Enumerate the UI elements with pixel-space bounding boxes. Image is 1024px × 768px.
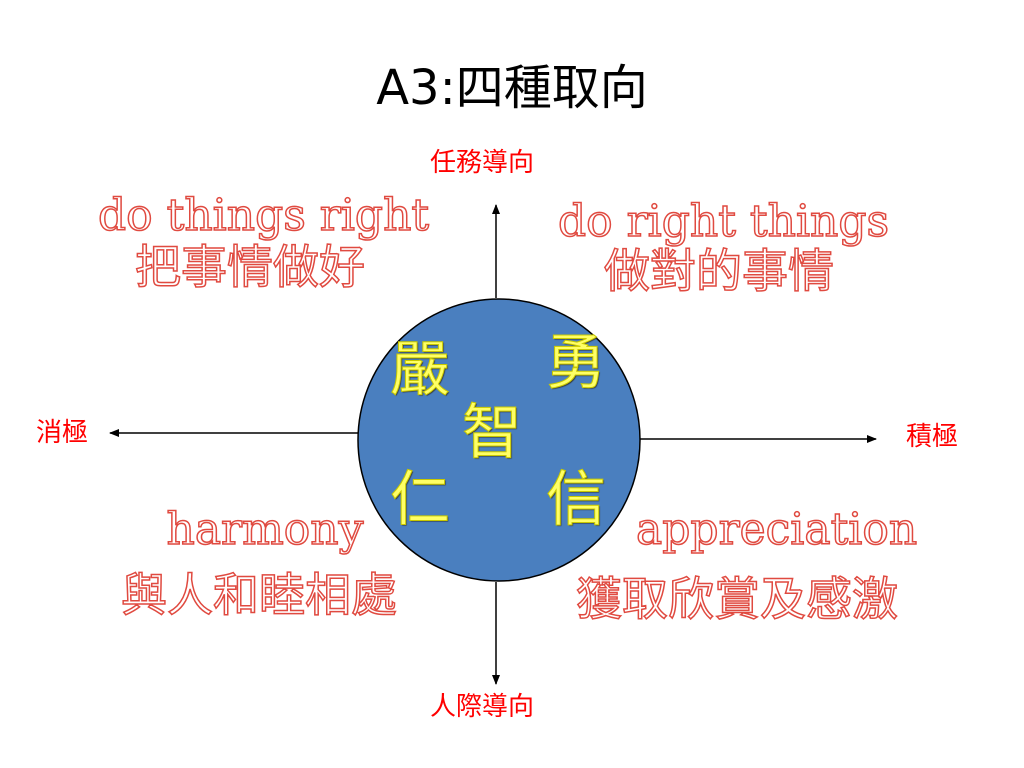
quadrant-top-right-english: do right things xyxy=(557,196,890,247)
quadrant-bottom-left-english: harmony xyxy=(166,504,365,555)
quadrant-top-left-english: do things right xyxy=(97,190,430,241)
virtue-strictness: 嚴 xyxy=(390,335,451,405)
quadrant-top-right-chinese: 做對的事情 xyxy=(603,244,835,298)
axis-label-people-oriented: 人際導向 xyxy=(430,692,535,722)
axis-label-active: 積極 xyxy=(906,422,959,452)
quadrant-bottom-left-chinese: 與人和睦相處 xyxy=(120,568,398,622)
axis-label-passive: 消極 xyxy=(36,418,89,448)
virtue-trust: 信 xyxy=(546,465,607,535)
quadrant-bottom-right-chinese: 獲取欣賞及感激 xyxy=(575,572,899,626)
quadrant-top-left-chinese: 把事情做好 xyxy=(134,240,366,294)
virtue-wisdom: 智 xyxy=(462,398,523,468)
slide-title: A3:四種取向 xyxy=(376,60,648,116)
virtue-courage: 勇 xyxy=(546,328,607,398)
virtue-circle xyxy=(357,298,641,582)
axis-label-task-oriented: 任務導向 xyxy=(430,148,535,178)
virtue-benevolence: 仁 xyxy=(390,465,451,535)
quadrant-bottom-right-english: appreciation xyxy=(635,504,918,555)
